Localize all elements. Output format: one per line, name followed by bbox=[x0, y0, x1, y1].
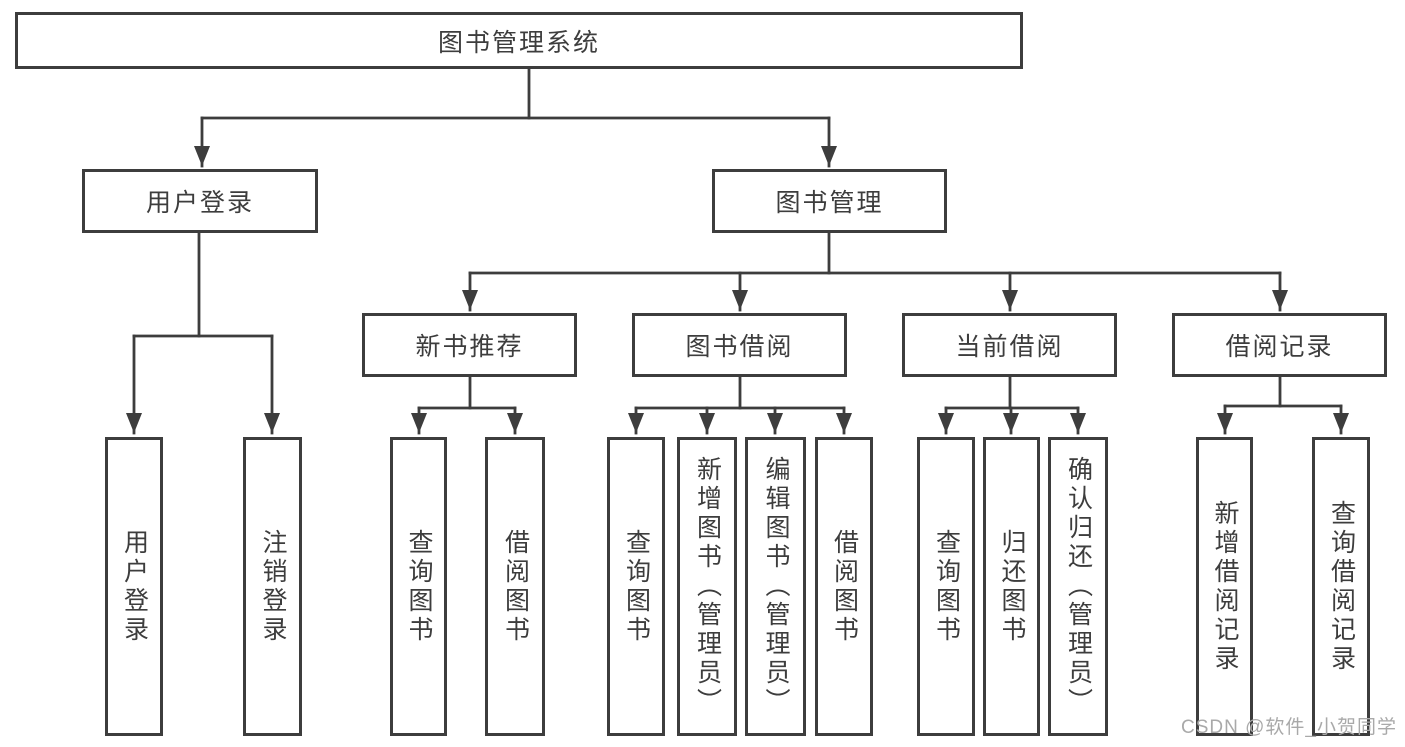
node-current-borrow: 当前借阅 bbox=[902, 313, 1117, 377]
leaf-query-books-current-label: 查询图书 bbox=[932, 528, 961, 645]
node-current-borrow-label: 当前借阅 bbox=[955, 333, 1064, 361]
leaf-query-books-recommend: 查询图书 bbox=[390, 437, 447, 736]
node-user-login-label: 用户登录 bbox=[145, 189, 254, 217]
leaf-add-book-admin: 新增图书（管理员） bbox=[677, 437, 737, 736]
node-user-login: 用户登录 bbox=[82, 169, 318, 233]
node-book-management: 图书管理 bbox=[712, 169, 947, 233]
root-node-label: 图书管理系统 bbox=[437, 28, 600, 57]
leaf-borrow-books-recommend: 借阅图书 bbox=[485, 437, 545, 736]
leaf-confirm-return-admin-label: 确认归还（管理员） bbox=[1064, 456, 1093, 717]
watermark: CSDN @软件_小贺同学 bbox=[1181, 717, 1397, 738]
leaf-confirm-return-admin: 确认归还（管理员） bbox=[1048, 437, 1108, 736]
node-borrow-records-label: 借阅记录 bbox=[1225, 333, 1334, 361]
leaf-logout: 注销登录 bbox=[243, 437, 302, 736]
leaf-borrow-books-label: 借阅图书 bbox=[830, 528, 859, 645]
leaf-return-books-label: 归还图书 bbox=[998, 528, 1026, 645]
leaf-query-borrow-record: 查询借阅记录 bbox=[1312, 437, 1370, 736]
leaf-borrow-books-recommend-label: 借阅图书 bbox=[501, 528, 530, 645]
leaf-add-borrow-record-label: 新增借阅记录 bbox=[1211, 499, 1239, 674]
node-book-borrow: 图书借阅 bbox=[632, 313, 847, 377]
leaf-return-books: 归还图书 bbox=[983, 437, 1040, 736]
leaf-query-books-borrow: 查询图书 bbox=[607, 437, 665, 736]
root-node: 图书管理系统 bbox=[15, 12, 1023, 69]
leaf-edit-book-admin: 编辑图书（管理员） bbox=[745, 437, 806, 736]
leaf-query-books-recommend-label: 查询图书 bbox=[405, 528, 433, 645]
leaf-logout-label: 注销登录 bbox=[259, 528, 287, 645]
node-borrow-records: 借阅记录 bbox=[1172, 313, 1387, 377]
leaf-edit-book-admin-label: 编辑图书（管理员） bbox=[762, 456, 790, 717]
node-book-borrow-label: 图书借阅 bbox=[685, 333, 794, 361]
node-book-management-label: 图书管理 bbox=[775, 189, 884, 217]
leaf-add-borrow-record: 新增借阅记录 bbox=[1196, 437, 1253, 736]
node-new-book-recommend-label: 新书推荐 bbox=[415, 333, 524, 361]
node-new-book-recommend: 新书推荐 bbox=[362, 313, 577, 377]
leaf-user-login-label: 用户登录 bbox=[120, 528, 149, 645]
leaf-query-books-current: 查询图书 bbox=[917, 437, 975, 736]
leaf-query-books-borrow-label: 查询图书 bbox=[622, 528, 651, 645]
leaf-user-login: 用户登录 bbox=[105, 437, 163, 736]
leaf-query-borrow-record-label: 查询借阅记录 bbox=[1327, 499, 1356, 674]
leaf-borrow-books: 借阅图书 bbox=[815, 437, 873, 736]
leaf-add-book-admin-label: 新增图书（管理员） bbox=[693, 456, 722, 717]
